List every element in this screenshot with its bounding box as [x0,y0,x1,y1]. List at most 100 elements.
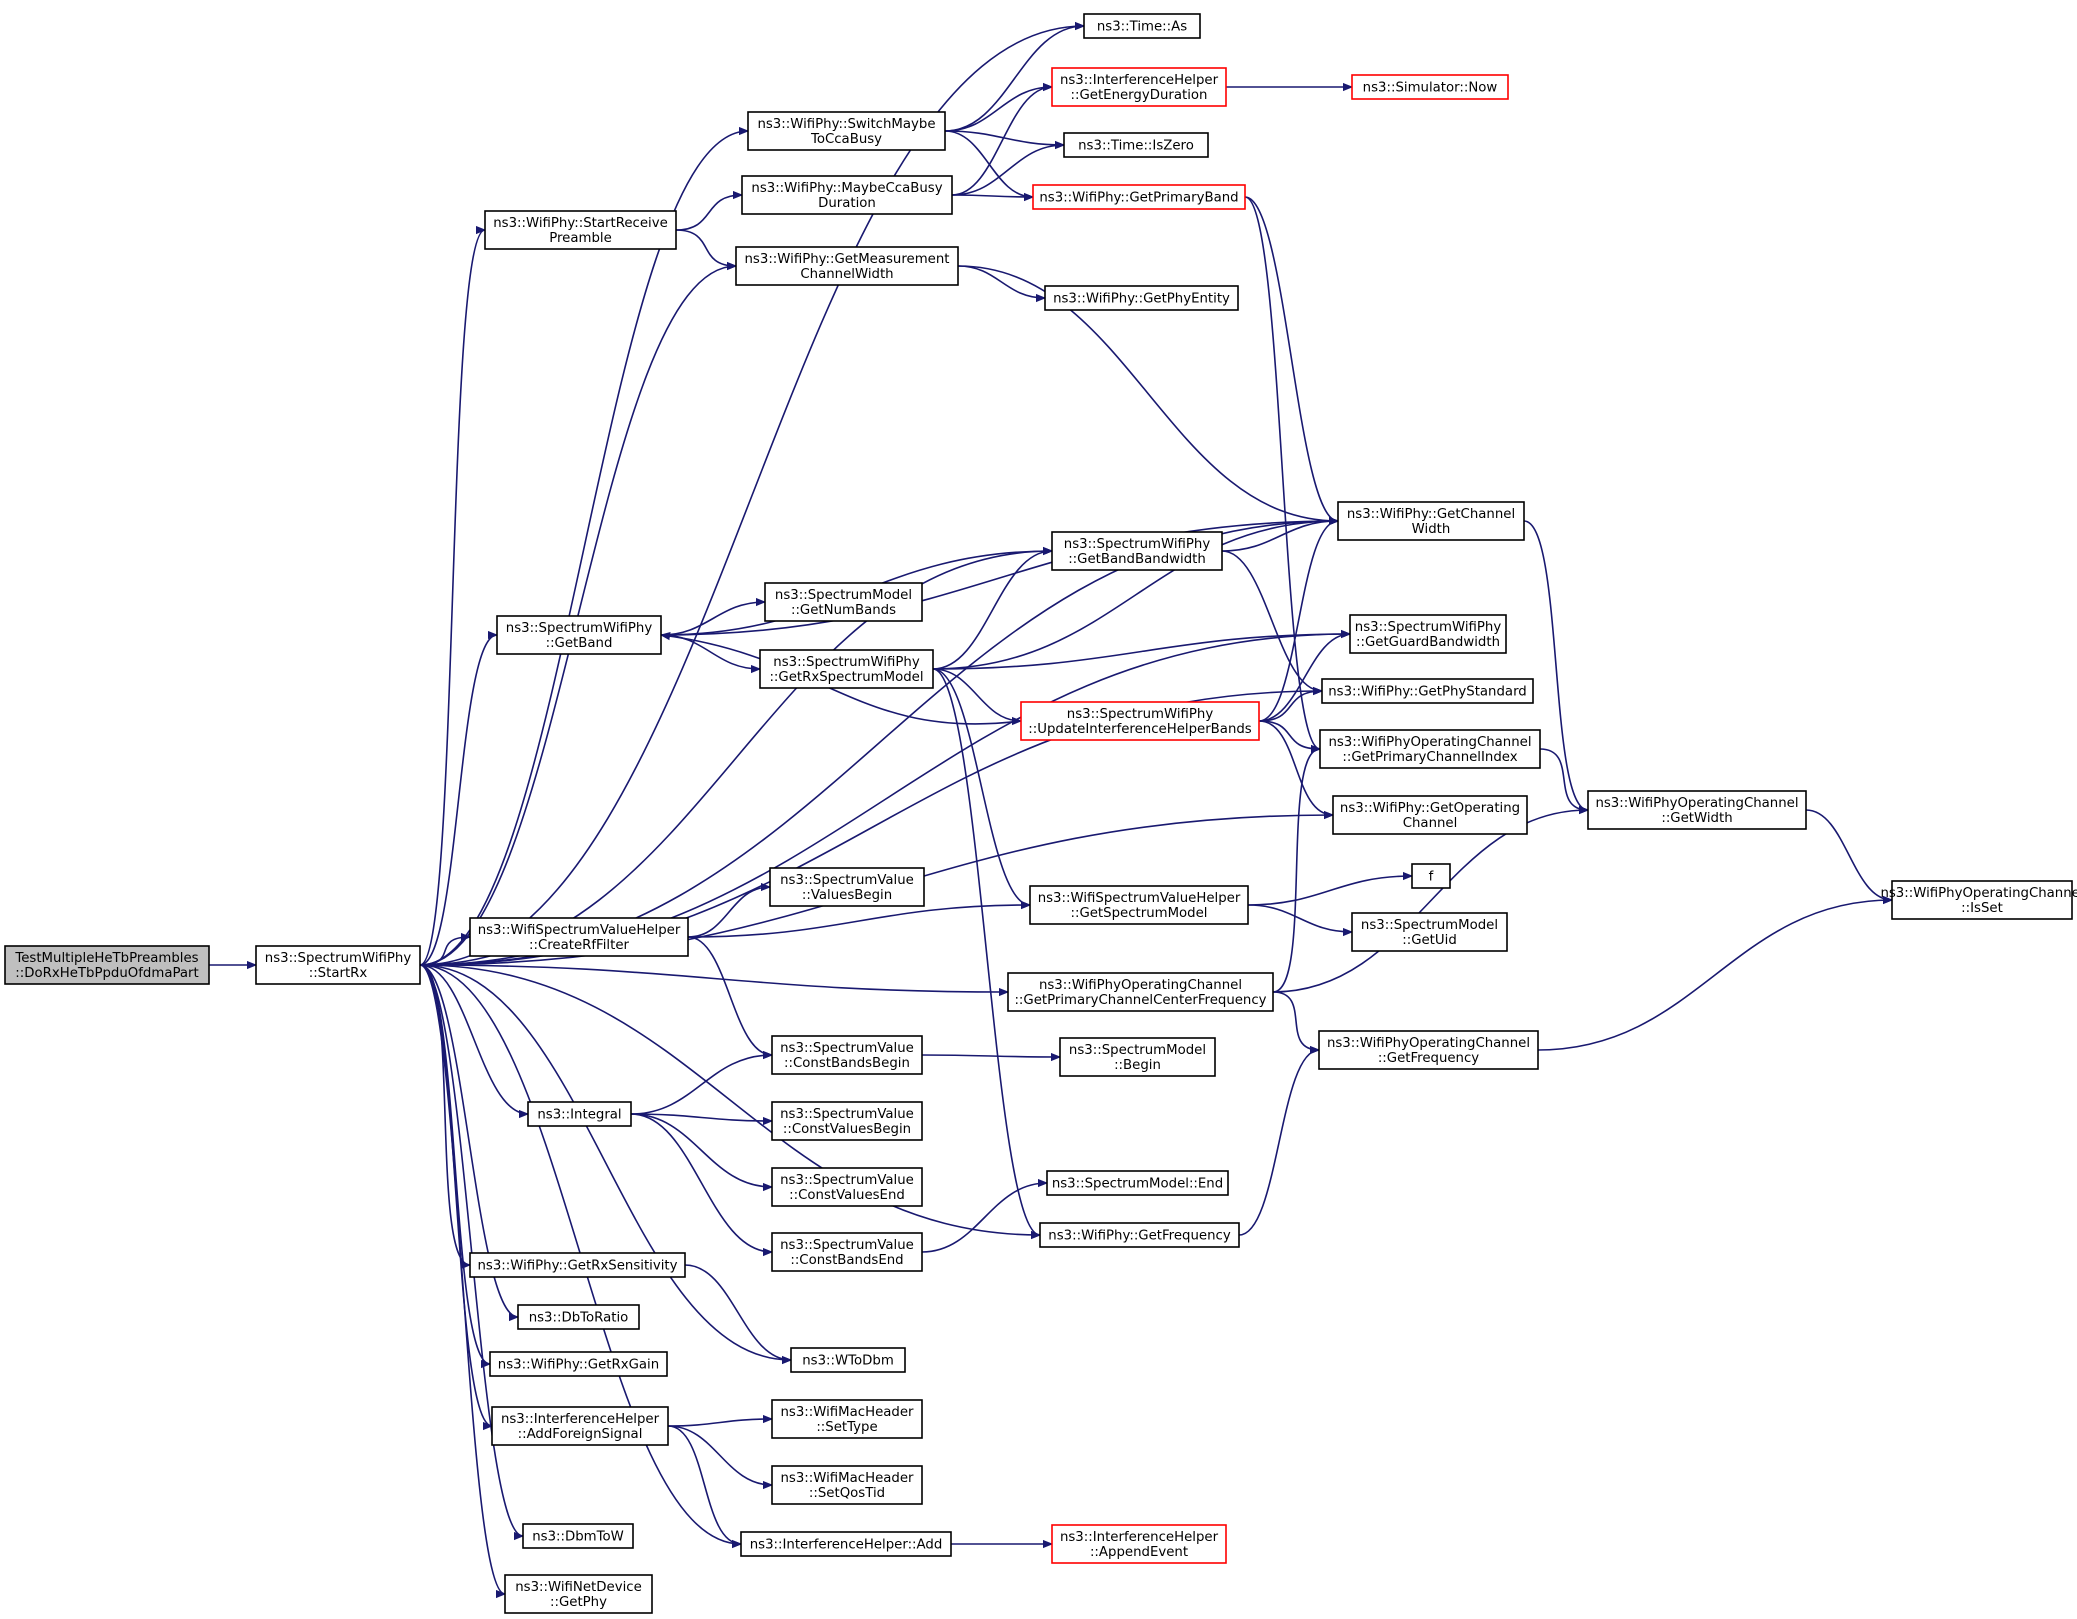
graph-node-wtodbm[interactable]: ns3::WToDbm [790,1347,906,1373]
graph-node-rxgain[interactable]: ns3::WifiPhy::GetRxGain [489,1351,668,1377]
graph-node-smbegin[interactable]: ns3::SpectrumModel::Begin [1059,1037,1216,1077]
node-box [1039,1222,1240,1248]
node-box [1032,184,1246,210]
edge-updbands-to-chwidth [1258,521,1339,722]
node-box [1051,1524,1227,1564]
graph-node-numbands[interactable]: ns3::SpectrumModel::GetNumBands [764,582,923,622]
node-label: ::GetNumBands [791,603,896,618]
graph-node-simnow[interactable]: ns3::Simulator::Now [1351,74,1509,100]
graph-node-rxsens[interactable]: ns3::WifiPhy::GetRxSensitivity [469,1252,686,1278]
graph-node-smend[interactable]: ns3::SpectrumModel::End [1046,1170,1229,1196]
node-box [1351,74,1509,100]
edge-startrx-to-ccabusy [419,131,748,966]
graph-node-getfreq[interactable]: ns3::WifiPhy::GetFrequency [1039,1222,1240,1248]
edge-measch-to-phyent [957,265,1045,298]
node-box [790,1347,906,1373]
node-label: ns3::WifiMacHeader [780,1471,914,1486]
node-box [735,246,959,286]
graph-node-iszero[interactable]: ns3::Time::IsZero [1063,132,1209,158]
node-label: ns3::SpectrumValue [780,873,914,888]
graph-node-opfreq[interactable]: ns3::WifiPhyOperatingChannel::GetFrequen… [1318,1030,1539,1070]
node-label: ns3::WifiPhy::MaybeCcaBusy [751,181,942,196]
edge-integral-to-cvbegin [630,1113,772,1121]
graph-node-energydur[interactable]: ns3::InterferenceHelper::GetEnergyDurati… [1051,67,1227,107]
node-label: ::GetBand [546,636,613,651]
graph-node-timeas[interactable]: ns3::Time::As [1083,13,1201,39]
graph-node-rffilter[interactable]: ns3::WifiSpectrumValueHelper::CreateRfFi… [469,917,689,957]
graph-node-setqos[interactable]: ns3::WifiMacHeader::SetQosTid [771,1465,923,1505]
node-label: ns3::DbToRatio [529,1311,629,1326]
graph-node-cvend[interactable]: ns3::SpectrumValue::ConstValuesEnd [771,1167,923,1207]
graph-node-addforeign[interactable]: ns3::InterferenceHelper::AddForeignSigna… [491,1406,669,1446]
node-label: ns3::SpectrumWifiPhy [265,951,412,966]
node-label: Preamble [549,231,612,246]
node-label: ns3::WifiPhy::GetOperating [1340,801,1520,816]
edge-getband-to-numbands [660,602,765,636]
graph-node-cbend[interactable]: ns3::SpectrumValue::ConstBandsEnd [771,1232,923,1272]
node-label: ::GetPhy [550,1595,607,1610]
graph-node-phyent[interactable]: ns3::WifiPhy::GetPhyEntity [1044,285,1239,311]
graph-node-updbands[interactable]: ns3::SpectrumWifiPhy::UpdateInterference… [1020,701,1260,741]
node-label: ::IsSet [1961,901,2003,916]
graph-node-integral[interactable]: ns3::Integral [527,1101,632,1127]
graph-node-getuid[interactable]: ns3::SpectrumModel::GetUid [1351,912,1508,952]
node-label: ns3::WifiPhy::GetPhyEntity [1053,292,1230,307]
node-label: ns3::DbmToW [532,1530,624,1545]
graph-node-ihadd[interactable]: ns3::InterferenceHelper::Add [740,1531,952,1557]
graph-node-appendev[interactable]: ns3::InterferenceHelper::AppendEvent [1051,1524,1227,1564]
node-box [771,1035,923,1075]
graph-node-dbtoratio[interactable]: ns3::DbToRatio [517,1304,640,1330]
graph-node-getspec[interactable]: ns3::WifiSpectrumValueHelper::GetSpectru… [1029,885,1249,925]
node-label: ns3::SpectrumValue [780,1173,914,1188]
edge-maybecca-to-energydur [951,87,1052,196]
edge-ccabusy-to-timeas [944,26,1084,132]
node-label: ToCcaBusy [810,132,882,147]
edge-getspec-to-getuid [1247,904,1352,932]
graph-node-primidx[interactable]: ns3::WifiPhyOperatingChannel::GetPrimary… [1319,729,1541,769]
graph-node-cvbegin[interactable]: ns3::SpectrumValue::ConstValuesBegin [771,1101,923,1141]
graph-node-opwidth[interactable]: ns3::WifiPhyOperatingChannel::GetWidth [1587,790,1807,830]
graph-node-getband[interactable]: ns3::SpectrumWifiPhy::GetBand [496,615,662,655]
graph-node-startrx[interactable]: ns3::SpectrumWifiPhy::StartRx [255,945,421,985]
edge-getband-to-chwidth [660,521,1338,636]
node-label: ns3::WifiPhy::GetRxSensitivity [477,1259,677,1274]
edge-primband-to-primidx [1244,196,1321,749]
graph-node-rxspec[interactable]: ns3::SpectrumWifiPhy::GetRxSpectrumModel [759,649,934,689]
node-box [1083,13,1201,39]
graph-node-fnode[interactable]: f [1411,863,1451,889]
graph-node-primband[interactable]: ns3::WifiPhy::GetPrimaryBand [1032,184,1246,210]
graph-node-isset[interactable]: ns3::WifiPhyOperatingChannel::IsSet [1880,880,2077,920]
node-box [489,1351,668,1377]
graph-node-settype[interactable]: ns3::WifiMacHeader::SetType [771,1399,923,1439]
graph-node-primcf[interactable]: ns3::WifiPhyOperatingChannel::GetPrimary… [1007,972,1274,1012]
graph-node-getphy[interactable]: ns3::WifiNetDevice::GetPhy [504,1574,653,1614]
node-box [1321,678,1534,704]
graph-node-guardbw[interactable]: ns3::SpectrumWifiPhy::GetGuardBandwidth [1349,614,1507,654]
graph-node-dbmtow[interactable]: ns3::DbmToW [522,1523,634,1549]
edge-rxspec-to-getfreq [932,668,1041,1235]
graph-node-phystd[interactable]: ns3::WifiPhy::GetPhyStandard [1321,678,1534,704]
graph-node-root[interactable]: TestMultipleHeTbPreambles::DoRxHeTbPpduO… [4,945,210,985]
edge-integral-to-cvend [630,1113,772,1187]
graph-node-valbegin[interactable]: ns3::SpectrumValue::ValuesBegin [769,867,925,907]
node-label: ns3::WifiPhyOperatingChannel [1327,1036,1530,1051]
node-box [747,111,946,151]
node-label: ChannelWidth [800,267,893,282]
graph-node-cbbegin[interactable]: ns3::SpectrumValue::ConstBandsBegin [771,1035,923,1075]
edge-opwidth-to-isset [1805,809,1893,900]
node-box [759,649,934,689]
edge-startrx-to-getband [419,635,498,966]
node-box [1044,285,1239,311]
edge-ccabusy-to-energydur [944,87,1052,132]
graph-node-bandbw[interactable]: ns3::SpectrumWifiPhy::GetBandBandwidth [1051,531,1223,571]
edge-addforeign-to-setqos [667,1425,772,1485]
node-box [764,582,923,622]
node-box [771,1167,923,1207]
